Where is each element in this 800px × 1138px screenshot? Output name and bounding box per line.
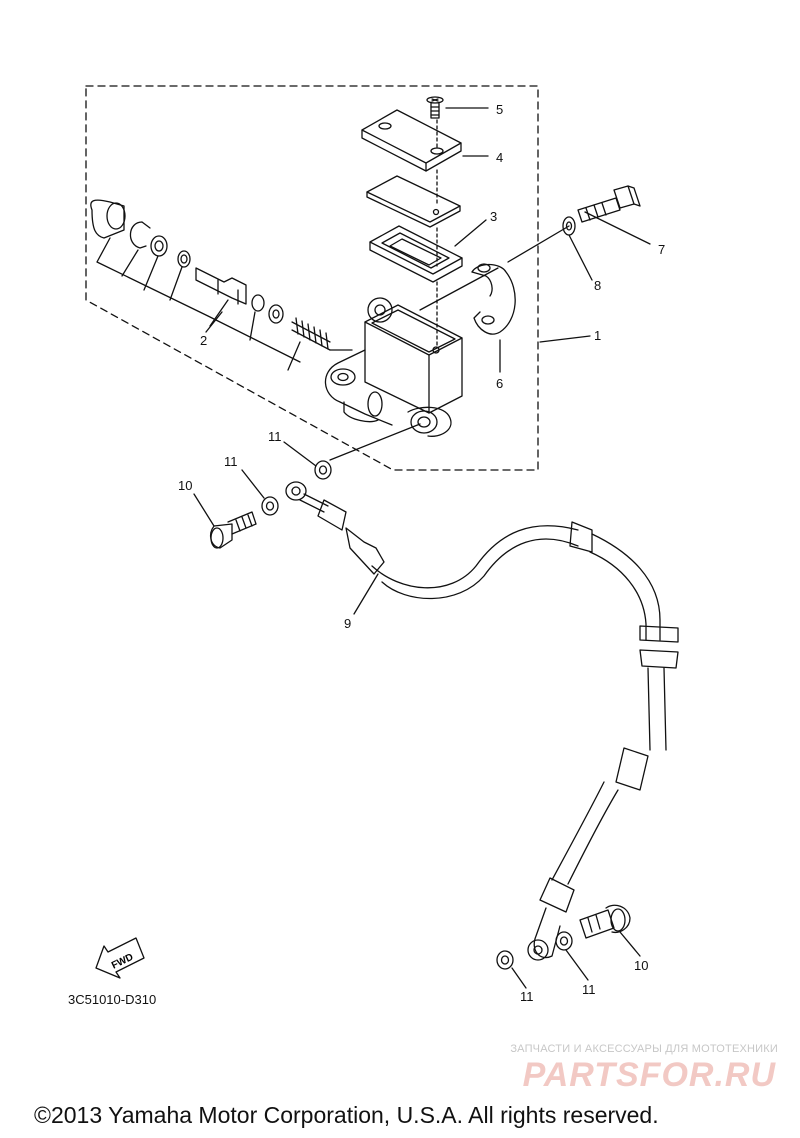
assembly-boundary (85, 85, 539, 471)
part-washer-11c (496, 950, 514, 970)
callout-8: 8 (594, 278, 601, 293)
part-bolt-7 (577, 185, 641, 223)
callout-10-lower: 10 (634, 958, 648, 973)
part-plate (366, 175, 461, 228)
callout-2: 2 (200, 333, 207, 348)
part-brake-hose (285, 481, 679, 961)
part-piston-kit (90, 199, 353, 371)
callout-5: 5 (496, 102, 503, 117)
callout-4: 4 (496, 150, 503, 165)
callout-7: 7 (658, 242, 665, 257)
callout-9: 9 (344, 616, 351, 631)
fwd-arrow-icon (95, 937, 145, 979)
callout-3: 3 (490, 209, 497, 224)
part-master-cylinder-body (324, 297, 463, 437)
drawing-code: 3C51010-D310 (68, 992, 157, 1007)
callout-1: 1 (594, 328, 601, 343)
callout-11-lower-left: 11 (520, 989, 534, 1004)
part-screw (426, 96, 444, 119)
part-union-bolt-10b (579, 904, 631, 939)
callout-11-body: 11 (268, 429, 282, 444)
callout-11-lower-right: 11 (582, 982, 596, 997)
part-washer-11d (555, 931, 573, 951)
copyright-notice: ©2013 Yamaha Motor Corporation, U.S.A. A… (34, 1102, 659, 1128)
part-washer-11a (314, 460, 332, 480)
part-holder (471, 263, 516, 335)
watermark-tagline: ЗАПЧАСТИ И АКСЕССУАРЫ ДЛЯ МОТОТЕХНИКИ (510, 1043, 778, 1055)
callout-10-upper: 10 (178, 478, 192, 493)
part-washer-11b (261, 496, 279, 516)
part-diaphragm (369, 225, 463, 283)
part-cap (361, 109, 462, 172)
callout-11-upper: 11 (224, 454, 238, 469)
part-union-bolt-10a (209, 511, 257, 549)
callout-6: 6 (496, 376, 503, 391)
watermark-logo: PARTSFOR.RU (522, 1056, 776, 1094)
